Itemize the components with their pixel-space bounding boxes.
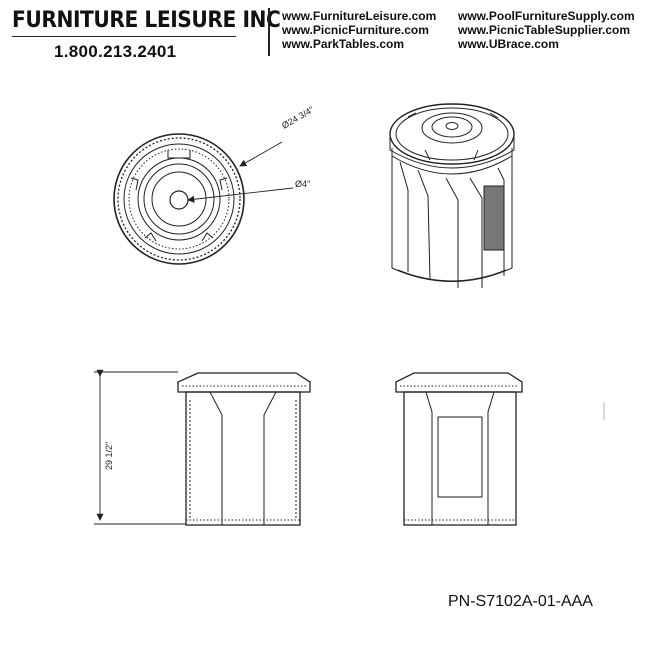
side-view [395, 372, 605, 526]
side-body [403, 391, 517, 526]
side-lid [395, 372, 523, 393]
iso-lid-notch-3 [424, 149, 431, 161]
front-view [177, 372, 311, 526]
top-view-notch-right [219, 177, 228, 191]
part-number: PN-S7102A-01-AAA [448, 593, 593, 610]
top-view-inner-ring-2 [143, 163, 215, 235]
iso-panel-mid [445, 177, 459, 288]
iso-label-plate [483, 185, 505, 251]
iso-view [389, 103, 515, 288]
header-divider [268, 8, 270, 56]
brand-phone: 1.800.213.2401 [54, 42, 177, 61]
link-ubrace[interactable]: www.UBrace.com [458, 37, 559, 51]
dim-inner-diameter: Ø4" [295, 179, 310, 189]
side-panel-lines [425, 391, 495, 525]
link-picnic-furniture[interactable]: www.PicnicFurniture.com [282, 23, 429, 37]
iso-panel-mid-2 [469, 177, 483, 288]
front-panel-inner [189, 400, 297, 518]
link-furniture-leisure[interactable]: www.FurnitureLeisure.com [282, 9, 437, 23]
top-view-notch-top [167, 150, 191, 159]
links-right: www.PoolFurnitureSupply.com www.PicnicTa… [458, 9, 635, 51]
link-park-tables[interactable]: www.ParkTables.com [282, 37, 405, 51]
leader-outer-diameter [239, 141, 283, 167]
iso-lid-notch-4 [473, 149, 479, 161]
top-view-rim [123, 143, 235, 255]
leader-inner-diameter [187, 187, 294, 203]
iso-lid-inner-2 [431, 116, 473, 138]
iso-lid-inner [421, 112, 483, 144]
front-body [185, 391, 301, 526]
link-pool-furniture-supply[interactable]: www.PoolFurnitureSupply.com [458, 9, 635, 23]
iso-lid-edge [389, 134, 515, 169]
iso-lid-edge-2 [391, 155, 513, 175]
iso-body-bottom [397, 269, 507, 282]
iso-lid-notch-2 [489, 112, 499, 119]
height-dimension [94, 369, 186, 525]
side-label-plate [437, 416, 483, 498]
front-lid [177, 372, 311, 393]
brand-block: FURNITURE LEISURE INC 1.800.213.2401 [12, 8, 281, 61]
iso-panel-left [399, 161, 409, 272]
top-view-outer-ring [113, 133, 245, 265]
iso-lid-ring [395, 107, 509, 161]
dim-height: 29 1/2" [104, 442, 114, 470]
iso-center-hole [445, 122, 459, 130]
brand-logo-text: FURNITURE LEISURE INC [12, 8, 281, 33]
link-picnic-table-supplier[interactable]: www.PicnicTableSupplier.com [458, 23, 631, 37]
iso-panel-left-2 [417, 169, 431, 281]
links-left: www.FurnitureLeisure.com www.PicnicFurni… [282, 9, 436, 51]
top-view-rim-dotted [128, 148, 230, 250]
dim-outer-diameter: Ø24 3/4" [280, 104, 316, 130]
top-view-outer-ring-dotted [117, 137, 241, 261]
top-view [113, 133, 245, 265]
front-panel-lines [209, 391, 277, 525]
top-view-lid-ring [151, 171, 207, 227]
top-view-center-hole [169, 190, 189, 210]
top-view-notch-bottom-right [201, 232, 214, 242]
top-view-inner-ring [137, 157, 221, 241]
top-view-notch-bottom-left [144, 232, 157, 242]
brand-underline [12, 36, 236, 37]
iso-lid-notch-1 [407, 112, 417, 118]
top-view-notch-left [130, 177, 139, 191]
